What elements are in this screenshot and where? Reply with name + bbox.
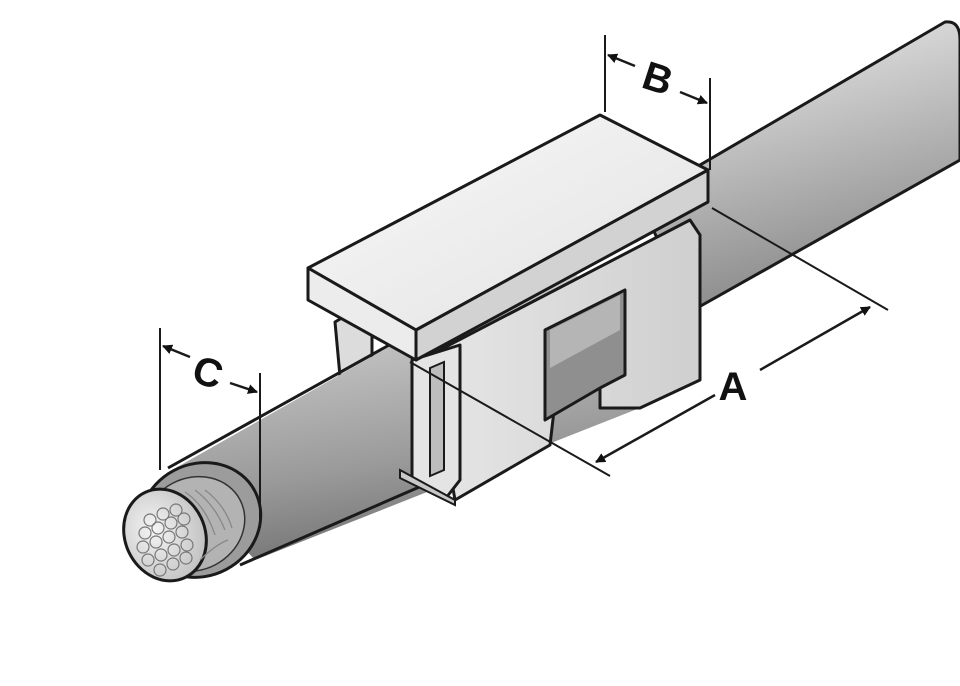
- dimension-arrow-icon: [607, 53, 708, 105]
- dimension-label-a: A: [719, 365, 748, 409]
- cable-end: [122, 461, 263, 583]
- dimension-arrow-icon: [162, 344, 258, 394]
- dimension-a: A: [409, 207, 889, 477]
- dimension-label-c: C: [187, 348, 228, 399]
- stranded-core-icon: [122, 487, 233, 583]
- dimension-arrow-icon: [595, 305, 871, 464]
- cable-right-section: [638, 20, 960, 314]
- dimension-label-b: B: [637, 54, 678, 105]
